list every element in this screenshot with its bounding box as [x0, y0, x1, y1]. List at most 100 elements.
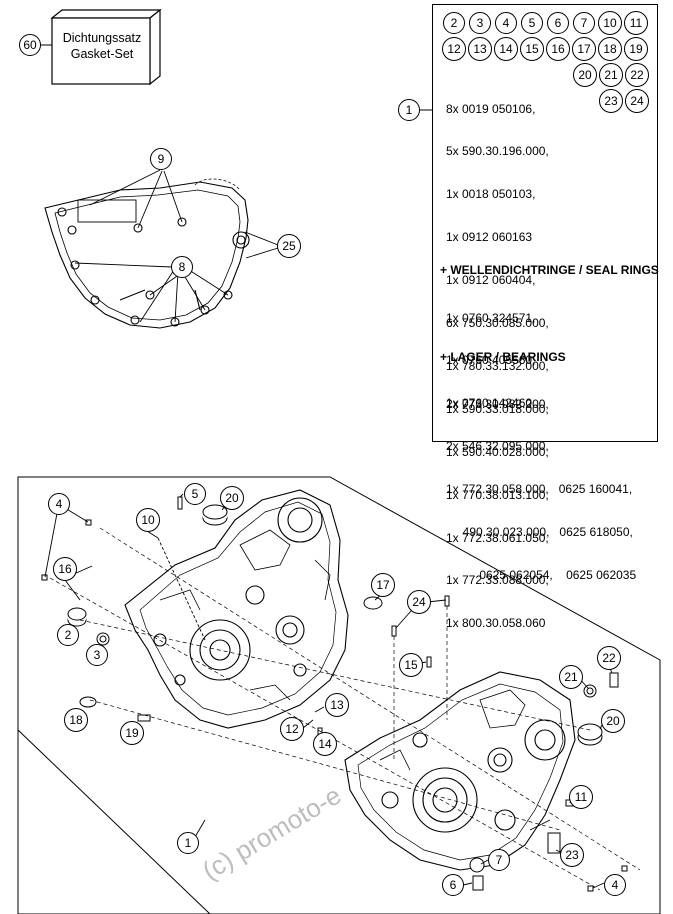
left-crankcase-half — [124, 489, 349, 729]
callout-19[interactable]: 19 — [120, 721, 144, 745]
callout-4-top[interactable]: 4 — [48, 493, 70, 515]
kit-part: 1x 772.33.088.000, — [446, 573, 549, 588]
callout-11[interactable]: 11 — [569, 785, 593, 809]
kit-number-17: 17 — [572, 37, 596, 61]
kit-part: 5x 590.30.196.000, — [446, 144, 549, 159]
callout-9[interactable]: 9 — [150, 148, 172, 170]
callout-14[interactable]: 14 — [313, 732, 337, 756]
callout-20-left[interactable]: 20 — [220, 486, 244, 510]
clutch-cover-gasket — [44, 178, 250, 329]
plug-22 — [609, 672, 619, 688]
kit-part: 1x 800.30.058.060 — [446, 616, 546, 631]
callout-3[interactable]: 3 — [86, 644, 108, 666]
small-parts — [41, 496, 628, 892]
kit-number-5: 5 — [521, 12, 543, 34]
gasket-set-box-icon — [50, 8, 162, 86]
bearing-part: 490.30.023.000, 0625 618050, — [446, 525, 633, 540]
bushing-17 — [363, 596, 383, 610]
pin-4-a — [85, 519, 92, 526]
callout-1-assembly[interactable]: 1 — [177, 832, 199, 854]
kit-number-7: 7 — [573, 12, 595, 34]
pin-18 — [79, 696, 97, 708]
bearing-part: 1x 772.30.058.000, 0625 160041, — [446, 482, 633, 497]
callout-23[interactable]: 23 — [560, 843, 584, 867]
gasket-set-label-de: Dichtungssatz — [62, 31, 142, 45]
gasket-leaders — [74, 169, 279, 323]
kit-number-12: 12 — [442, 37, 466, 61]
callout-25[interactable]: 25 — [277, 234, 301, 258]
pin-24-a — [391, 625, 397, 637]
kit-parts-box — [432, 4, 658, 442]
kit-number-18: 18 — [598, 37, 622, 61]
callout-12[interactable]: 12 — [280, 717, 304, 741]
kit-part: 1x 770.38.013.100, — [446, 487, 549, 502]
plug-6 — [472, 875, 484, 891]
crankcase-assembly-frame — [17, 476, 661, 914]
seal-ring-part: 1x 0760 142460 — [446, 396, 533, 411]
gasket-set-label-en: Gasket-Set — [70, 47, 134, 61]
callout-1-kit[interactable]: 1 — [398, 99, 420, 121]
kit-part: 1x 590.40.028.000, — [446, 444, 549, 459]
seal-rings-title: + WELLENDICHTRINGE / SEAL RINGS — [440, 263, 659, 277]
seal-ring-part: 1x 0760 324571, — [446, 310, 536, 325]
assembly-frame-diagonal — [17, 729, 211, 914]
callout-18[interactable]: 18 — [64, 708, 88, 732]
kit-number-6: 6 — [547, 12, 569, 34]
kit-number-14: 14 — [494, 37, 518, 61]
bearing-part: 0625 062054, 0625 062035 — [446, 568, 637, 583]
callout-2[interactable]: 2 — [57, 624, 79, 646]
callout-15[interactable]: 15 — [399, 653, 423, 677]
callout-24[interactable]: 24 — [407, 590, 431, 614]
pin-4-c — [621, 865, 628, 872]
screw-5 — [177, 496, 183, 510]
seal-rings-list: 1x 0760 324571, 1x 0760 405560, 1x 0760 … — [446, 282, 535, 425]
kit-number-21: 21 — [599, 63, 623, 87]
callout-13[interactable]: 13 — [325, 693, 349, 717]
kit-number-20: 20 — [573, 63, 597, 87]
pin-4-b — [41, 574, 48, 581]
callout-7[interactable]: 7 — [488, 849, 510, 871]
callout-17[interactable]: 17 — [371, 573, 395, 597]
screw-15 — [426, 656, 432, 668]
kit-number-15: 15 — [520, 37, 544, 61]
kit-part: 1x 0912 060404, — [446, 273, 536, 288]
bearing-part: 2x 773.30.082.200, — [446, 396, 549, 411]
sleeve-23 — [547, 832, 561, 854]
kit-number-23: 23 — [599, 89, 623, 113]
kit-part: 8x 0019 050106, — [446, 101, 536, 116]
callout-22[interactable]: 22 — [597, 646, 621, 670]
callout-8[interactable]: 8 — [171, 256, 193, 278]
callout-60[interactable]: 60 — [19, 34, 41, 56]
seal-ring-part: 1x 0760 405560, — [446, 353, 536, 368]
callout-4-bottom[interactable]: 4 — [604, 874, 626, 896]
kit-number-10: 10 — [598, 11, 622, 35]
callout-16[interactable]: 16 — [53, 557, 77, 581]
kit-number-3: 3 — [469, 12, 491, 34]
pin-4-d — [587, 885, 594, 892]
callout-5[interactable]: 5 — [184, 483, 206, 505]
callout-21[interactable]: 21 — [559, 665, 583, 689]
gasket-set-label: Dichtungssatz Gasket-Set — [54, 30, 150, 62]
kit-number-22: 22 — [625, 63, 649, 87]
kit-parts-list: 8x 0019 050106, 5x 590.30.196.000, 1x 00… — [446, 73, 549, 645]
kit-part: 1x 590.33.018.000, — [446, 401, 549, 416]
callout-20-right[interactable]: 20 — [601, 709, 625, 733]
bearings-list: 2x 773.30.082.200, 2x 546.32.095.000, 1x… — [446, 368, 636, 597]
kit-number-16: 16 — [546, 37, 570, 61]
kit-part: 1x 0912 060163 — [446, 230, 533, 245]
callout-6[interactable]: 6 — [442, 874, 464, 896]
kit-part: 6x 750.30.085.000, — [446, 316, 549, 331]
kit-number-4: 4 — [495, 12, 517, 34]
kit-part: 1x 780.33.132.000, — [446, 358, 549, 373]
kit-number-2: 2 — [443, 12, 465, 34]
pin-19 — [137, 714, 151, 722]
kit-part: 1x 0018 050103, — [446, 187, 536, 202]
bearing-part: 2x 546.32.095.000, — [446, 439, 549, 454]
ring-7 — [469, 857, 485, 873]
callout-10[interactable]: 10 — [136, 508, 160, 532]
kit-number-11: 11 — [624, 11, 648, 35]
kit-number-19: 19 — [624, 37, 648, 61]
kit-part: 1x 772.38.061.050, — [446, 530, 549, 545]
kit-number-13: 13 — [468, 37, 492, 61]
kit-number-24: 24 — [625, 89, 649, 113]
